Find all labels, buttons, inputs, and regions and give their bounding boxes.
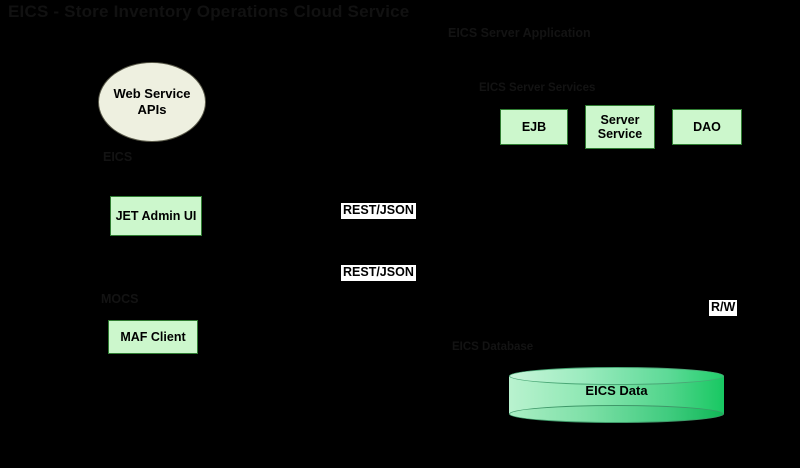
rest-json-top-edge-label: REST/JSON: [341, 203, 416, 219]
eics-database-cylinder: EICS Data: [509, 367, 724, 423]
maf-client-label: MAF Client: [120, 329, 186, 344]
maf-client-node: MAF Client: [108, 320, 198, 354]
cylinder-bottom-ellipse: [509, 405, 724, 423]
mocs-client-group-label: MOCS: [101, 292, 139, 306]
read-write-edge-label: R/W: [709, 300, 738, 316]
eics-database-label: EICS Database: [452, 341, 534, 353]
service-node-server-service-label: Server Service: [597, 112, 643, 141]
cylinder-top-ellipse: [509, 367, 724, 385]
eics-server-services-label: EICS Server Services: [479, 82, 596, 94]
page-title: EICS - Store Inventory Operations Cloud …: [8, 2, 410, 21]
service-node-ejb-label: EJB: [521, 119, 547, 134]
service-node-server-service: Server Service: [585, 105, 655, 149]
web-service-apis-node: Web Service APIs: [98, 62, 206, 142]
eics-data-label: EICS Data: [585, 383, 648, 398]
jet-admin-ui-label: JET Admin UI: [115, 208, 197, 223]
service-node-dao-label: DAO: [693, 119, 721, 134]
service-node-ejb: EJB: [500, 109, 568, 145]
eics-client-group-label: EICS: [103, 150, 133, 164]
web-service-apis-label: Web Service APIs: [113, 86, 191, 117]
service-node-dao: DAO: [672, 109, 742, 145]
jet-admin-ui-node: JET Admin UI: [110, 196, 202, 236]
rest-json-bottom-edge-label: REST/JSON: [341, 265, 416, 281]
eics-server-application-label: EICS Server Application: [448, 26, 591, 40]
